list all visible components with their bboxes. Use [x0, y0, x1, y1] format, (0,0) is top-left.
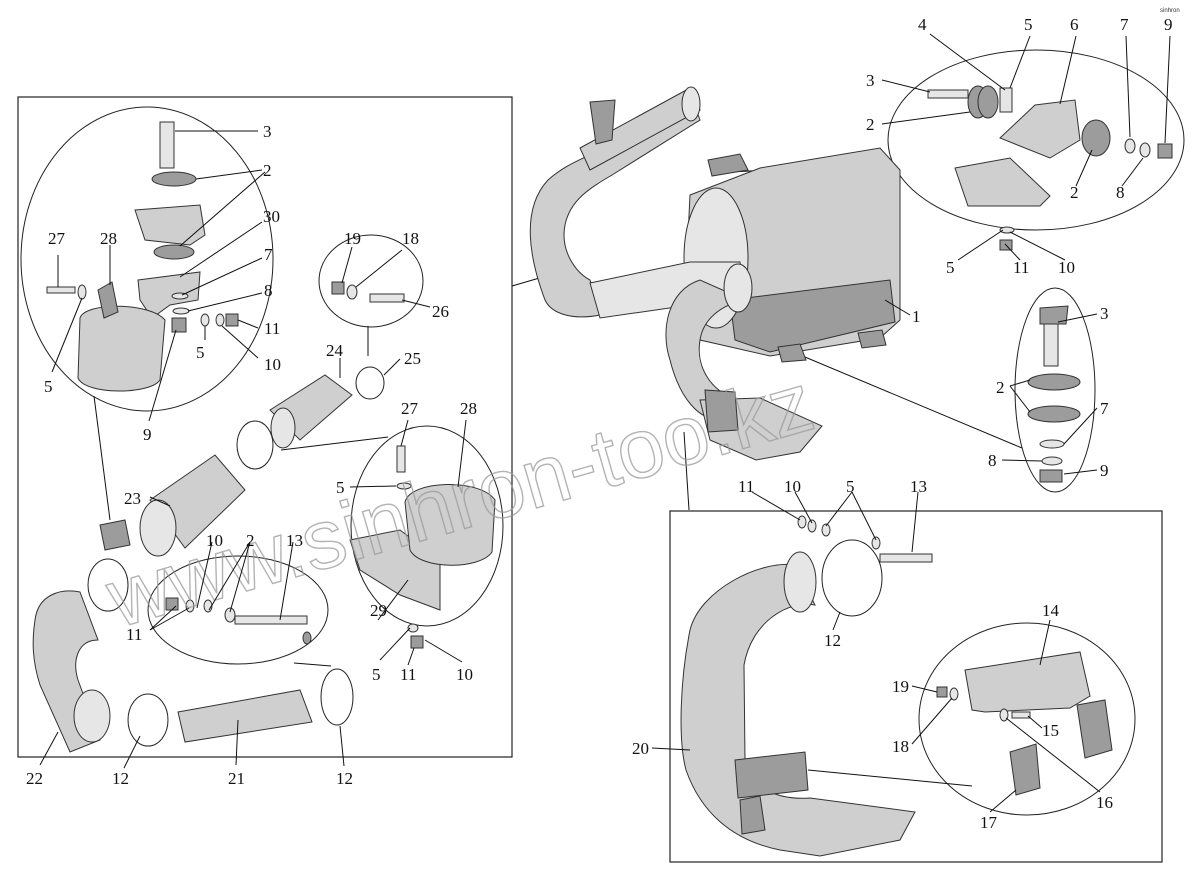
- bracket-part: [349, 445, 496, 649]
- callout-label: 19: [892, 677, 909, 696]
- parts: [32, 85, 1173, 857]
- callout-label: 2: [246, 531, 255, 550]
- callout-label: 15: [1042, 721, 1059, 740]
- callout-label: 1: [912, 307, 921, 326]
- callout-label: 3: [1100, 304, 1109, 323]
- callout-label: 11: [738, 477, 754, 496]
- callout-label: 4: [918, 15, 927, 34]
- top-right-detail-ellipse: [887, 49, 1185, 231]
- callout-label: 5: [44, 377, 53, 396]
- callout-label: 2: [866, 115, 875, 134]
- callout-label: 27: [48, 229, 66, 248]
- callout-label: 29: [370, 601, 387, 620]
- callout-label: 8: [264, 281, 273, 300]
- callout-label: 27: [401, 399, 419, 418]
- callout-label: 5: [1024, 15, 1033, 34]
- callout-label: 8: [1116, 183, 1125, 202]
- callout-label: 11: [400, 665, 416, 684]
- callout-label: 13: [286, 531, 303, 550]
- callout-label: 10: [264, 355, 281, 374]
- callout-label: 21: [228, 769, 245, 788]
- lower-pipes-part: [32, 590, 354, 753]
- callout-label: 28: [460, 399, 477, 418]
- callout-labels: 3 2 30 7 8 11 10 27 28 5 5 9 19 18 26 24…: [26, 15, 1173, 832]
- connector-line: [792, 351, 1023, 449]
- callout-label: 25: [404, 349, 421, 368]
- callout-label: 7: [1100, 399, 1109, 418]
- right-mount-detail-ellipse: [1014, 287, 1096, 493]
- callout-label: 17: [980, 813, 998, 832]
- callout-label: 10: [1058, 258, 1075, 277]
- callout-label: 2: [1070, 183, 1079, 202]
- callout-label: 28: [100, 229, 117, 248]
- callout-label: 11: [1013, 258, 1029, 277]
- clamp-bolt-detail-ellipse: [318, 234, 424, 328]
- top-right-parts: [927, 85, 1173, 251]
- left-top-detail-ellipse: [20, 106, 274, 412]
- connector-line: [683, 431, 690, 511]
- callout-label: 5: [846, 477, 855, 496]
- callout-label: 9: [1100, 461, 1109, 480]
- tail-pipe-part: [665, 263, 823, 461]
- callout-label: 2: [996, 378, 1005, 397]
- callout-label: 5: [372, 665, 381, 684]
- bolt-set-detail-ellipse: [147, 555, 329, 665]
- callout-label: 7: [264, 245, 273, 264]
- callout-label: 3: [263, 122, 272, 141]
- callout-label: 9: [1164, 15, 1173, 34]
- callout-label: 22: [26, 769, 43, 788]
- left-detail-parts: [46, 121, 239, 392]
- callout-label: 10: [206, 531, 223, 550]
- callout-label: 12: [824, 631, 841, 650]
- intake-pipe-part: [529, 86, 746, 319]
- callout-label: 23: [124, 489, 141, 508]
- callout-label: 16: [1096, 793, 1113, 812]
- connector-line: [93, 395, 111, 521]
- left-detail-frame: [17, 96, 513, 758]
- callout-label: 6: [1070, 15, 1079, 34]
- callout-label: 24: [326, 341, 344, 360]
- callout-label: 13: [910, 477, 927, 496]
- right-mount-parts: [1027, 305, 1081, 483]
- connector-line: [293, 662, 332, 667]
- callout-label: 7: [1120, 15, 1129, 34]
- callout-label: 5: [946, 258, 955, 277]
- callout-label: 11: [126, 625, 142, 644]
- muffler-part: [683, 147, 901, 363]
- leader-lines: [39, 33, 1171, 813]
- callout-label: 12: [112, 769, 129, 788]
- callout-label: 10: [456, 665, 473, 684]
- callout-label: 3: [866, 71, 875, 90]
- callout-label: 9: [143, 425, 152, 444]
- connector-line: [280, 436, 389, 451]
- callout-label: 19: [344, 229, 361, 248]
- callout-label: 5: [336, 478, 345, 497]
- callout-label: 2: [263, 161, 272, 180]
- callout-label: 14: [1042, 601, 1060, 620]
- connector-line: [807, 769, 973, 787]
- callout-label: 30: [263, 207, 280, 226]
- callout-label: 12: [336, 769, 353, 788]
- hanger-detail-ellipse: [918, 622, 1136, 816]
- callout-label: 26: [432, 302, 449, 321]
- flex-hose-part: [87, 366, 385, 612]
- callout-label: 18: [402, 229, 419, 248]
- callout-label: 8: [988, 451, 997, 470]
- callout-label: 5: [196, 343, 205, 362]
- callout-label: 11: [264, 319, 280, 338]
- bracket-detail-ellipse: [350, 425, 504, 627]
- corner-mark: sinhron: [1160, 8, 1180, 14]
- callout-label: 10: [784, 477, 801, 496]
- callout-label: 20: [632, 739, 649, 758]
- callout-label: 18: [892, 737, 909, 756]
- lower-right-parts: [680, 515, 1113, 857]
